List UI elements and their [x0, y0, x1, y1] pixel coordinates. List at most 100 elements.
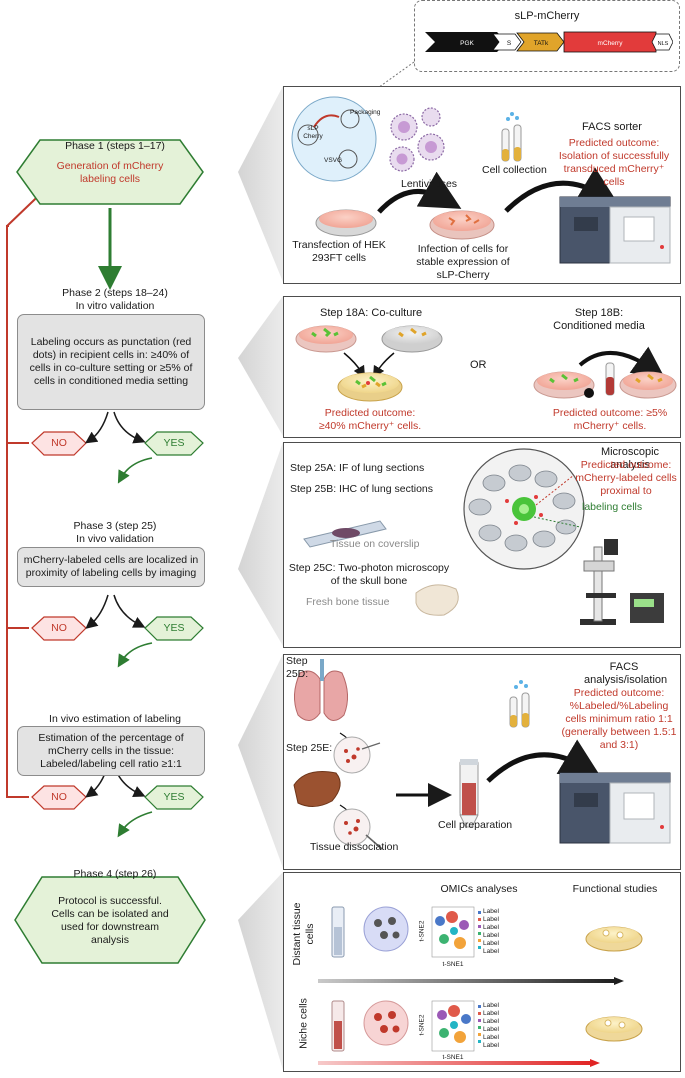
panel1-illustration: [291, 96, 671, 264]
tsne-legend-1: Label Label Label Label Label Label: [483, 908, 499, 956]
phase2-criteria-text: Labeling occurs as punctation (red dots)…: [29, 336, 193, 387]
phase3-outcome: Predicted outcome: mCherry-labeled cells…: [575, 459, 677, 497]
panel-phase2: Step 18A: Co-culture Step 18B: Condition…: [283, 296, 681, 438]
label-step25c: Step 25C: Two-photon microscopy of the s…: [288, 562, 450, 587]
legend-item: Label: [483, 1002, 499, 1009]
label-tissue-dissociation: Tissue dissociation: [310, 841, 399, 853]
arrow-to-facs: [504, 167, 620, 213]
estimation-criteria-text: Estimation of the percentage of mCherry …: [38, 731, 184, 770]
tsne-legend-2: Label Label Label Label Label Label: [483, 1002, 499, 1050]
cells-niche: [363, 1000, 409, 1046]
phase1-outcome: Predicted outcome: Isolation of successf…: [558, 137, 670, 188]
connector-fan-5: [238, 872, 283, 1070]
construct-title: sLP-mCherry: [514, 10, 580, 22]
label-row-niche: Niche cells: [297, 998, 310, 1049]
construct-label-pgk: PGK: [460, 40, 474, 47]
arrow-to-facs-2: [486, 739, 602, 783]
label-sLP-cherry: sLP Cherry: [303, 125, 323, 140]
phase1-hexagon: [16, 139, 204, 205]
phase2-outcome-a: Predicted outcome: ≥40% mCherry⁺ cells.: [318, 407, 422, 432]
arrow-yes-to-phase3: [117, 457, 153, 484]
arrow-donor-coculture: [343, 352, 366, 379]
tsne-legend-2-markers: [478, 1005, 481, 1043]
legend-item: Label: [483, 1042, 499, 1049]
construct-label-s: S: [507, 40, 512, 47]
label-functional: Functional studies: [572, 883, 658, 895]
phase4-title: Phase 4 (step 26): [73, 868, 157, 880]
plasmid-sLP: [297, 124, 319, 146]
phase2-yes-label: YES: [163, 437, 185, 449]
legend-item: Label: [483, 1034, 499, 1041]
estimation-no-label: NO: [51, 791, 67, 803]
construct-map: PGK S TATk mCherry NLS: [425, 31, 673, 53]
lentivirus-cluster: [389, 107, 445, 172]
label-omics: OMICs analyses: [440, 883, 518, 895]
arrow-cm: [578, 346, 666, 379]
phase3-no-label: NO: [51, 622, 67, 634]
estimation-yes-label: YES: [163, 791, 185, 803]
panel2-illustration: [295, 325, 677, 402]
phase2-subtitle: In vitro validation: [75, 300, 155, 312]
phase1-title: Phase 1 (steps 1–17): [65, 140, 165, 152]
plasmid-vsvg: [338, 149, 358, 169]
skull-bone: [415, 584, 459, 616]
plasmid-packaging: [340, 109, 360, 129]
estimation-criteria-box: Estimation of the percentage of mCherry …: [17, 726, 205, 776]
phase3-criteria-text: mCherry-labeled cells are localized in p…: [23, 554, 199, 579]
phase3-subtitle: In vivo validation: [76, 533, 154, 545]
tsne-legend-1-markers: [478, 911, 481, 949]
phase3-yes-label: YES: [163, 622, 185, 634]
label-step25e: Step 25E:: [286, 742, 333, 754]
legend-item: Label: [483, 1018, 499, 1025]
arrow-to-yes-1: [113, 411, 146, 444]
label-fresh-bone: Fresh bone tissue: [306, 596, 390, 608]
label-step25d: Step 25D:: [286, 655, 309, 680]
connector-fan-1: [238, 86, 283, 282]
tsne-plot-2: [431, 1000, 475, 1052]
arrow-recipient-coculture: [372, 352, 395, 379]
construct-label-tatk: TATk: [534, 40, 549, 47]
tsne2-x-label: t-SNE1: [442, 1054, 464, 1061]
arrow-distant: [318, 977, 624, 985]
panel4-illustration: [293, 659, 671, 850]
construct-segment-nls: [651, 33, 673, 51]
phase4-hexagon: [14, 876, 206, 964]
arrow-niche: [318, 1059, 600, 1067]
construct-segment-pgk: [425, 32, 507, 52]
connector-fan-4: [238, 654, 283, 868]
phase2-no-label: NO: [51, 437, 67, 449]
plasmid-circle: [291, 96, 377, 182]
tsne2-y-label: t-SNE2: [418, 1014, 426, 1036]
label-step18a: Step 18A: Co-culture: [320, 307, 423, 319]
construct-label-nls: NLS: [658, 41, 669, 47]
plasmid-arrow: [313, 114, 340, 128]
estimation-title: In vivo estimation of labeling: [49, 713, 181, 725]
arrow-to-no-1: [85, 411, 109, 444]
liver: [293, 771, 341, 807]
label-row-distant: Distant tissue cells: [291, 902, 316, 966]
arrow-yes-to-estimation: [117, 642, 153, 668]
arrow-to-yes-2: [113, 594, 146, 628]
panel-phase4: OMICs analyses Functional studies Distan…: [283, 872, 681, 1072]
construct-label-mcherry: mCherry: [598, 40, 624, 47]
legend-item: Label: [483, 940, 499, 947]
yes-hexagon-3: [144, 785, 204, 810]
label-facs-sorter: FACS sorter: [582, 121, 642, 133]
legend-item: Label: [483, 1010, 499, 1017]
legend-item: Label: [483, 948, 499, 955]
label-infection: Infection of cells for stable expression…: [416, 243, 510, 281]
label-step25a: Step 25A: IF of lung sections: [290, 462, 425, 474]
legend-item: Label: [483, 932, 499, 939]
cells-distant: [363, 906, 409, 952]
arrow-yes-to-phase4: [117, 811, 153, 838]
label-or: OR: [470, 359, 487, 371]
tsne1-y-label: t-SNE2: [418, 920, 426, 942]
label-facs-analysis: FACS analysis/isolation: [584, 661, 668, 686]
panel3-illustration: [303, 448, 664, 625]
label-packaging: Packaging: [350, 109, 381, 116]
yes-hexagon-1: [144, 431, 204, 456]
panel-phase1: sLP Cherry Packaging VSVG Lentiviruses T…: [283, 86, 681, 284]
panel5-illustration: [318, 906, 643, 1067]
label-labeling-cells: labeling cells: [582, 501, 643, 513]
